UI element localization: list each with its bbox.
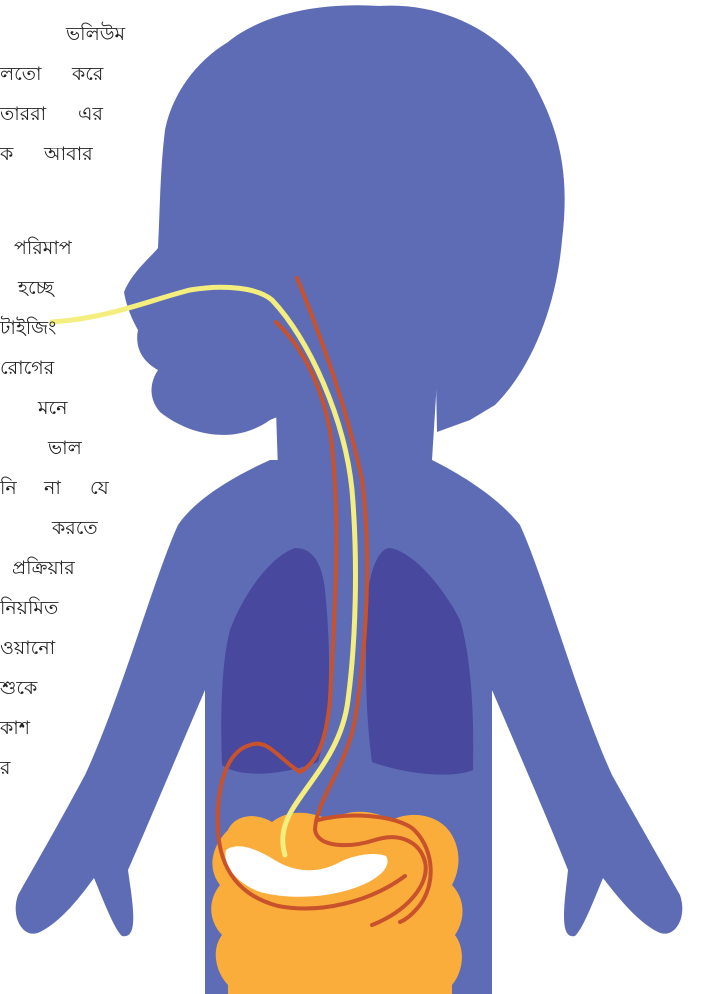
text-word: কাশ: [0, 716, 30, 740]
text-word: যে: [90, 476, 109, 500]
intestines-icon: [211, 812, 462, 994]
text-word: এর: [78, 102, 103, 126]
text-word: করতে: [52, 516, 98, 540]
text-word: হচ্ছে: [18, 276, 54, 300]
text-word: মনে: [38, 396, 68, 420]
text-word: ক: [0, 142, 13, 166]
text-word: রোগের: [0, 356, 54, 380]
text-word: টাইজিং: [0, 316, 56, 340]
text-word: নিয়মিত: [0, 596, 58, 620]
text-word: পরিমাপ: [14, 236, 72, 260]
text-word: করে: [72, 62, 103, 86]
text-word: ভলিউম: [66, 22, 125, 46]
text-word: লতো: [0, 62, 42, 86]
text-word: তাররা: [0, 102, 46, 126]
text-word: শুকে: [0, 676, 37, 700]
text-word: নি: [0, 476, 17, 500]
article-text-column: ভলিউম লতো করে তাররা এর ক আবার পরিমাপ হচ্…: [0, 0, 140, 994]
text-word: আবার: [44, 142, 93, 166]
text-word: ভাল: [48, 436, 82, 460]
text-word: না: [44, 476, 61, 500]
text-word: র: [0, 756, 10, 780]
child-silhouette-icon: [124, 5, 565, 435]
text-word: ওয়ানো: [0, 636, 55, 660]
text-word: প্রক্রিয়ার: [12, 556, 75, 580]
